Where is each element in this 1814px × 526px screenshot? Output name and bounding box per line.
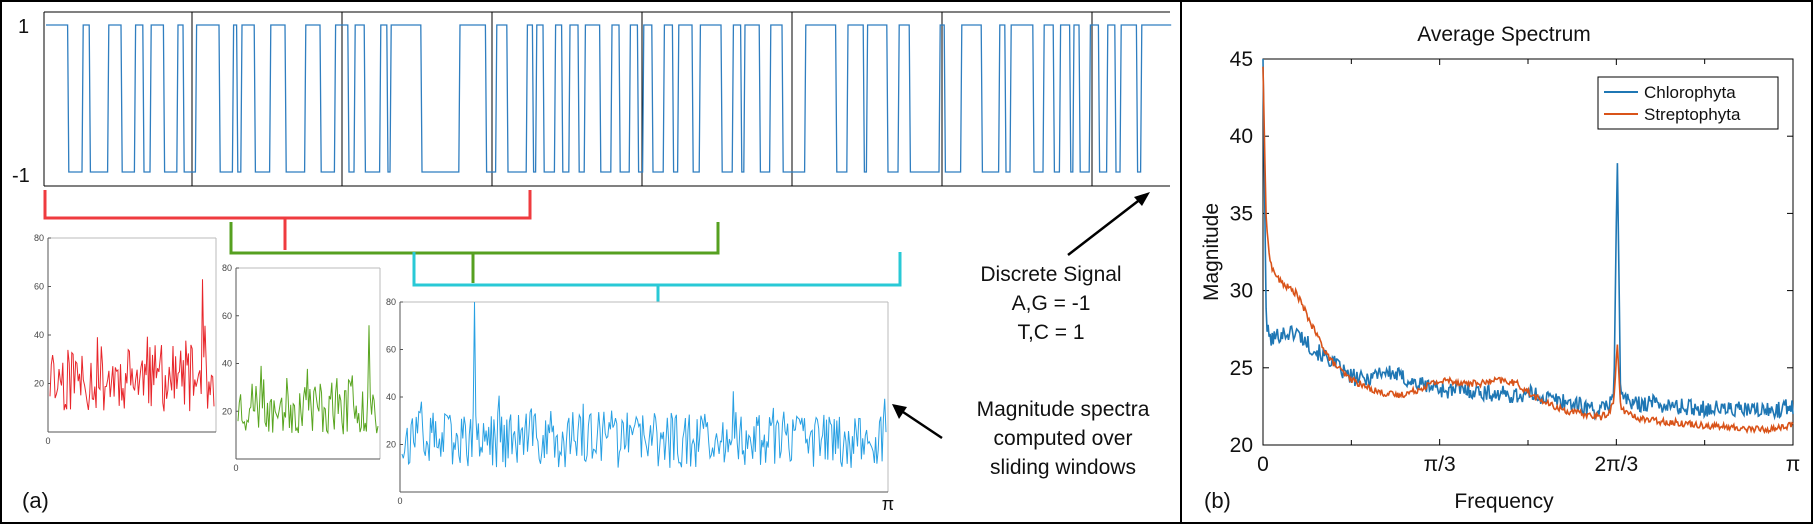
signal-tick-top: 1 — [18, 16, 29, 38]
bracket-window-1 — [43, 190, 532, 250]
window-y-tick: 20 — [386, 440, 396, 450]
signal-window-separators — [191, 12, 1093, 186]
magnitude-spectra-annotation: Magnitude spectra computed over sliding … — [892, 398, 1150, 479]
y-tick-label: 25 — [1230, 357, 1253, 380]
signal-tick-bottom: -1 — [12, 165, 30, 187]
signal-line — [46, 24, 1172, 173]
window-y-tick: 60 — [386, 345, 396, 355]
window-background — [48, 238, 216, 432]
window-spectrum-line — [401, 301, 887, 468]
window-x-tick-pi: π — [882, 494, 894, 514]
panel-a-label: (a) — [22, 488, 49, 513]
y-tick-label: 35 — [1230, 202, 1253, 225]
legend-box — [1597, 76, 1779, 130]
annotation-spectra-line-1: Magnitude spectra — [977, 398, 1150, 421]
y-tick-label: 40 — [1230, 125, 1253, 148]
series-lines — [1262, 58, 1794, 435]
window-spectrum-2: 80 60 40 20 0 — [222, 263, 381, 473]
discrete-signal-annotation: Discrete Signal A,G = -1 T,C = 1 — [980, 192, 1150, 344]
window-y-tick: 60 — [222, 311, 232, 321]
x-tick-label: 2π/3 — [1594, 453, 1638, 476]
bracket-window-3 — [412, 252, 902, 315]
y-axis-ticks: 20 25 30 35 40 45 — [1230, 48, 1793, 457]
annotation-signal-line-1: Discrete Signal — [980, 263, 1121, 286]
chart-title: Average Spectrum — [1417, 23, 1591, 46]
annotation-spectra-line-2: computed over — [994, 427, 1133, 450]
window-spectrum-line — [237, 325, 379, 435]
annotation-arrow-spectra — [899, 408, 943, 440]
panel-b-label: (b) — [1204, 488, 1231, 513]
window-background — [236, 268, 380, 459]
window-x-tick: 0 — [397, 496, 402, 506]
annotation-spectra-line-3: sliding windows — [990, 456, 1136, 479]
window-y-tick: 80 — [386, 297, 396, 307]
y-tick-label: 30 — [1230, 280, 1253, 303]
window-y-tick: 20 — [222, 406, 232, 416]
panel-b-frame — [1180, 0, 1813, 524]
window-spectrum-line — [49, 279, 215, 412]
legend-label: Chlorophyta — [1644, 83, 1736, 102]
window-y-tick: 40 — [34, 330, 44, 340]
y-tick-label: 20 — [1230, 434, 1253, 457]
bracket-window-2 — [229, 222, 720, 283]
legend-label: Streptophyta — [1644, 105, 1741, 124]
series-line-streptophyta — [1262, 66, 1794, 435]
annotation-signal-line-2: A,G = -1 — [1012, 292, 1091, 315]
x-axis-label: Frequency — [1454, 490, 1554, 513]
window-background — [400, 302, 888, 492]
y-tick-label: 45 — [1230, 48, 1253, 71]
annotation-arrow-signal — [1067, 197, 1143, 256]
window-y-tick: 40 — [222, 359, 232, 369]
y-axis-label: Magnitude — [1200, 203, 1223, 301]
x-tick-label: 0 — [1257, 453, 1269, 476]
window-y-tick: 80 — [34, 233, 44, 243]
discrete-signal-plot: 1 -1 — [12, 11, 1172, 187]
annotation-signal-line-3: T,C = 1 — [1017, 321, 1084, 344]
window-y-tick: 60 — [34, 282, 44, 292]
window-spectrum-3: 80 60 40 20 0 π — [386, 297, 894, 514]
x-tick-label: π — [1786, 453, 1801, 476]
arrowhead-icon — [1134, 192, 1150, 206]
window-y-tick: 80 — [222, 263, 232, 273]
arrowhead-icon — [892, 404, 907, 419]
window-x-tick: 0 — [233, 463, 238, 473]
x-tick-label: π/3 — [1424, 453, 1456, 476]
window-x-tick: 0 — [45, 436, 50, 446]
window-y-tick: 20 — [34, 379, 44, 389]
x-axis-ticks: 0 π/3 2π/3 π — [1257, 59, 1800, 476]
window-brackets — [43, 190, 902, 315]
window-spectrum-1: 80 60 40 20 0 — [34, 233, 217, 446]
window-y-tick: 40 — [386, 392, 396, 402]
